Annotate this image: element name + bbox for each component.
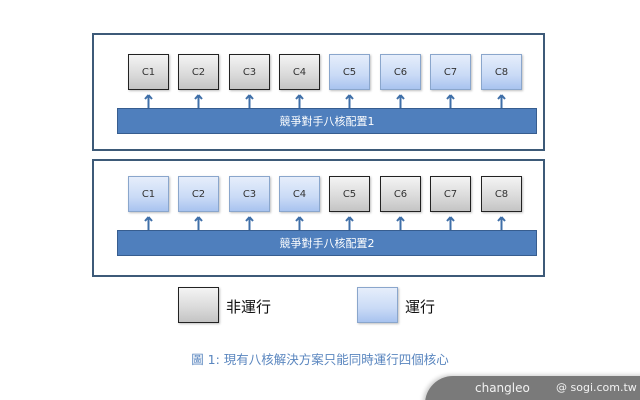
config-2-core-c8: C8 — [481, 176, 522, 212]
config-2-core-c5: C5 — [329, 176, 370, 212]
up-arrow-icon — [497, 94, 506, 108]
config-2-core-c4: C4 — [279, 176, 320, 212]
config-2-core-c3: C3 — [229, 176, 270, 212]
up-arrow-icon — [446, 94, 455, 108]
up-arrow-icon — [396, 216, 405, 230]
footer-banner — [425, 376, 640, 400]
up-arrow-icon — [446, 216, 455, 230]
config-1-core-c7: C7 — [430, 54, 471, 90]
config-1-core-c1: C1 — [128, 54, 169, 90]
up-arrow-icon — [144, 216, 153, 230]
config-2-core-c6: C6 — [380, 176, 421, 212]
up-arrow-icon — [194, 216, 203, 230]
up-arrow-icon — [245, 94, 254, 108]
config-1-bar: 競爭對手八核配置1 — [117, 108, 537, 134]
config-2-core-c2: C2 — [178, 176, 219, 212]
config-2-core-c7: C7 — [430, 176, 471, 212]
up-arrow-icon — [345, 216, 354, 230]
up-arrow-icon — [295, 216, 304, 230]
config-1-core-c8: C8 — [481, 54, 522, 90]
up-arrow-icon — [245, 216, 254, 230]
config-2-core-c1: C1 — [128, 176, 169, 212]
config-1-core-c5: C5 — [329, 54, 370, 90]
up-arrow-icon — [396, 94, 405, 108]
footer-author: changleo — [475, 381, 530, 395]
up-arrow-icon — [345, 94, 354, 108]
legend-run-label: 運行 — [405, 298, 436, 316]
up-arrow-icon — [144, 94, 153, 108]
up-arrow-icon — [497, 216, 506, 230]
footer-site: @ sogi.com.tw — [556, 381, 637, 394]
config-1-core-c2: C2 — [178, 54, 219, 90]
legend-run-swatch — [357, 287, 398, 323]
config-2-bar: 競爭對手八核配置2 — [117, 230, 537, 256]
up-arrow-icon — [295, 94, 304, 108]
config-1-core-c4: C4 — [279, 54, 320, 90]
figure-caption: 圖 1: 現有八核解決方案只能同時運行四個核心 — [191, 352, 449, 367]
config-1-core-c3: C3 — [229, 54, 270, 90]
config-1-core-c6: C6 — [380, 54, 421, 90]
up-arrow-icon — [194, 94, 203, 108]
legend-idle-swatch — [178, 287, 219, 323]
legend-idle-label: 非運行 — [226, 298, 272, 316]
